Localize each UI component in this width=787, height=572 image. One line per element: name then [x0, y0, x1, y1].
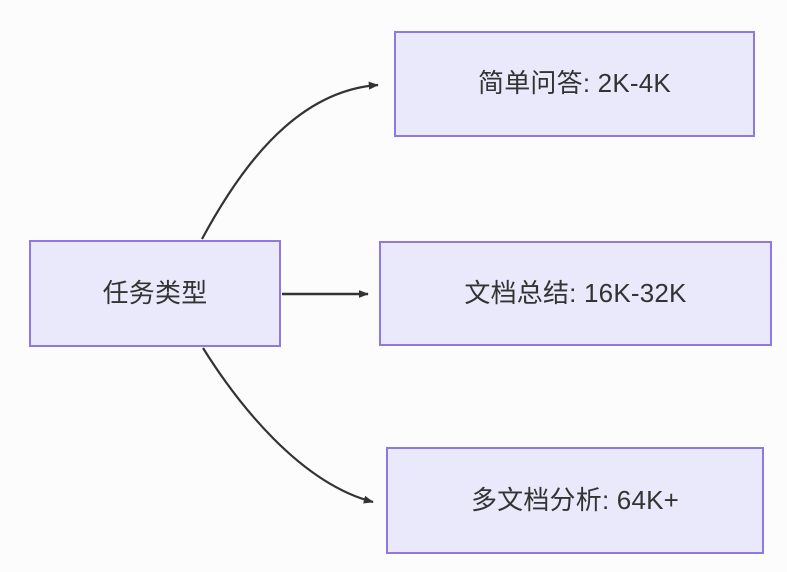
edge-source-to-multi: [202, 347, 374, 504]
node-task-type[interactable]: 任务类型: [29, 240, 281, 347]
node-multi-doc-analysis-label: 多文档分析: 64K+: [470, 484, 680, 515]
edge-source-to-simple: [201, 81, 379, 240]
node-simple-qa[interactable]: 简单问答: 2K-4K: [394, 31, 755, 137]
node-simple-qa-label: 简单问答: 2K-4K: [478, 68, 671, 99]
node-doc-summary-label: 文档总结: 16K-32K: [464, 277, 687, 308]
node-multi-doc-analysis[interactable]: 多文档分析: 64K+: [386, 447, 764, 554]
node-doc-summary[interactable]: 文档总结: 16K-32K: [379, 241, 772, 346]
node-task-type-label: 任务类型: [102, 277, 208, 308]
